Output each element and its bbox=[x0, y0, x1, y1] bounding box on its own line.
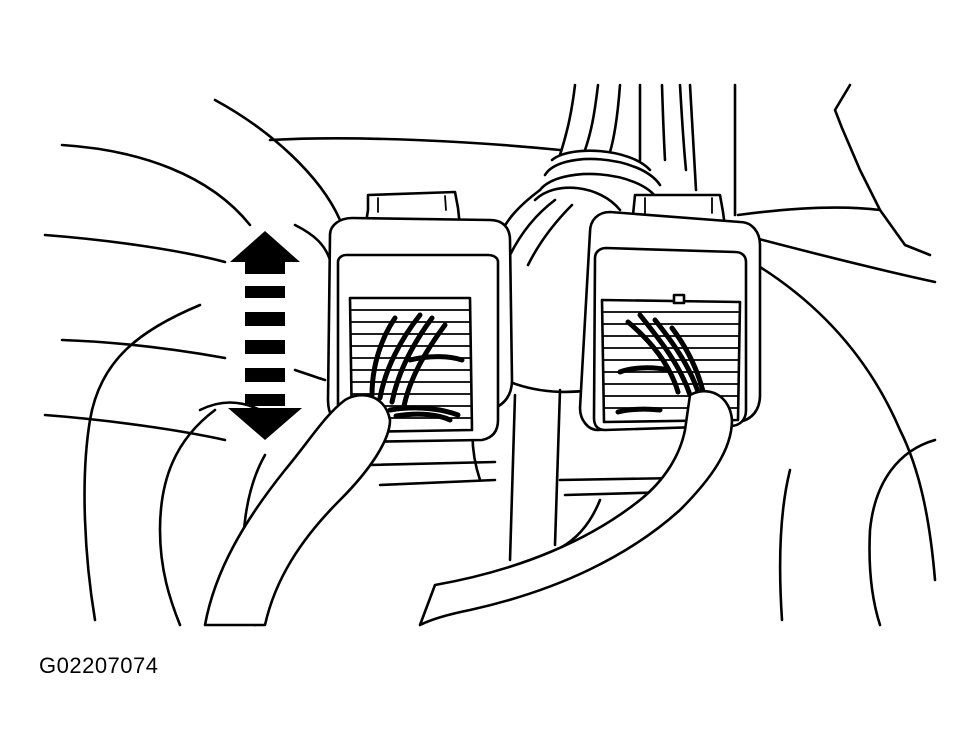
connector-left bbox=[326, 190, 514, 444]
background-lines bbox=[43, 83, 937, 627]
connector-right bbox=[578, 193, 762, 432]
harness-hoses bbox=[203, 389, 734, 627]
figure-id-label: G02207074 bbox=[39, 653, 159, 678]
up-down-arrow-icon bbox=[228, 231, 302, 440]
